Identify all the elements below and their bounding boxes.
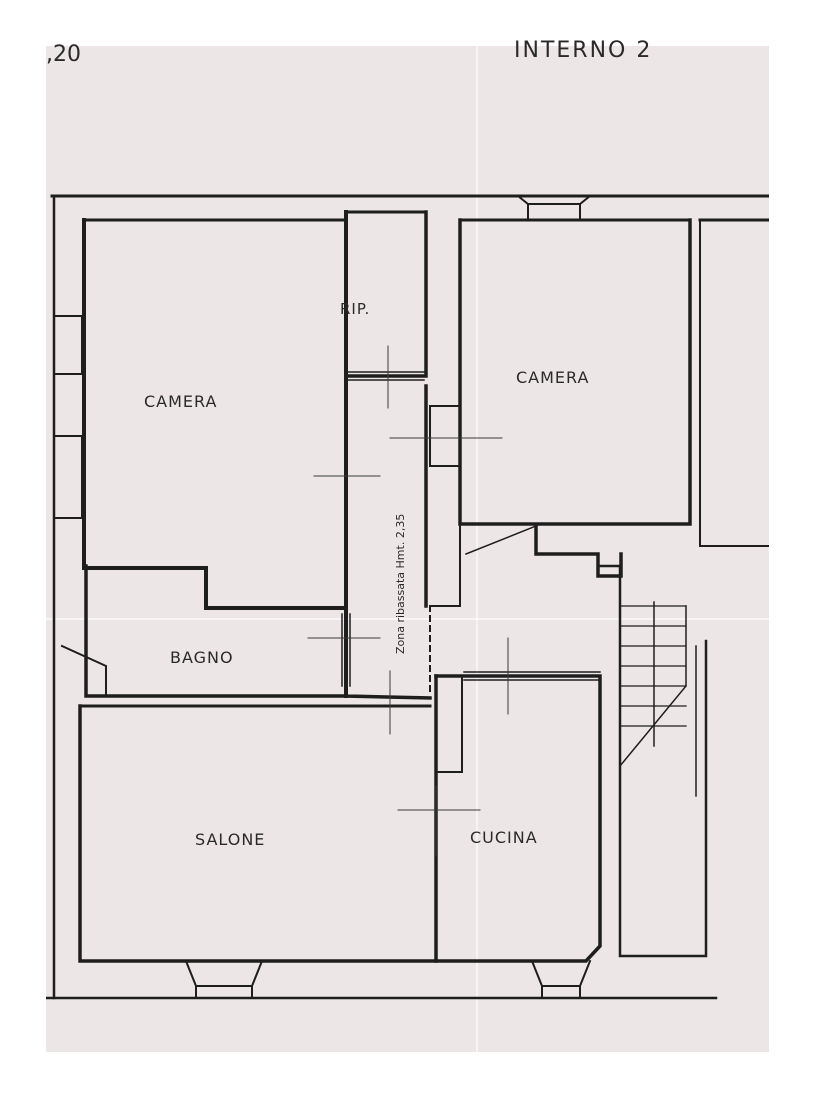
bagno-door [341, 613, 351, 687]
cucina-walls [434, 674, 602, 963]
right-column [699, 219, 769, 547]
room-label-bagno: BAGNO [170, 648, 234, 667]
unit-label: INTERNO 2 [514, 38, 653, 63]
stair-rail [618, 601, 697, 797]
corridor-height-note: Zona ribassata Hmt. 2,35 [394, 513, 407, 654]
scale-number: ,20 [46, 42, 81, 67]
ripostiglio-walls [344, 210, 428, 378]
room-label-camera-right: CAMERA [516, 368, 590, 387]
ripostiglio-door [347, 371, 425, 381]
floor-plan-drawing [46, 194, 769, 1000]
left-window-2 [53, 435, 83, 519]
salone-walls [78, 674, 438, 963]
left-window-1 [53, 315, 83, 375]
salone-bottom-window [184, 959, 264, 999]
cucina-bottom-window [530, 959, 592, 999]
room-label-ripostiglio: RIP. [340, 300, 371, 318]
bagno-left-bevel [60, 644, 107, 697]
camera-right-small-wall [429, 465, 461, 607]
cross-marks [307, 345, 509, 857]
floor-plan-sheet: ,20 INTERNO 2 CAMERA RIP. CAMERA BAGNO S… [46, 38, 769, 1052]
cucina-door-block [435, 675, 463, 773]
top-window [516, 194, 592, 221]
inner-wall-top [82, 210, 769, 222]
room-label-camera-left: CAMERA [144, 392, 218, 411]
room-label-cucina: CUCINA [470, 828, 538, 847]
stair-well [598, 564, 708, 958]
room-label-salone: SALONE [195, 830, 266, 849]
camera-left-walls [82, 210, 348, 698]
camera-right-step [465, 525, 537, 555]
cucina-door [463, 671, 601, 681]
paper-fold-horizontal [46, 618, 769, 620]
stair-treads [619, 605, 687, 727]
bagno-walls [84, 564, 432, 700]
camera-right-door-block [429, 405, 461, 467]
camera-right-walls [458, 218, 692, 578]
